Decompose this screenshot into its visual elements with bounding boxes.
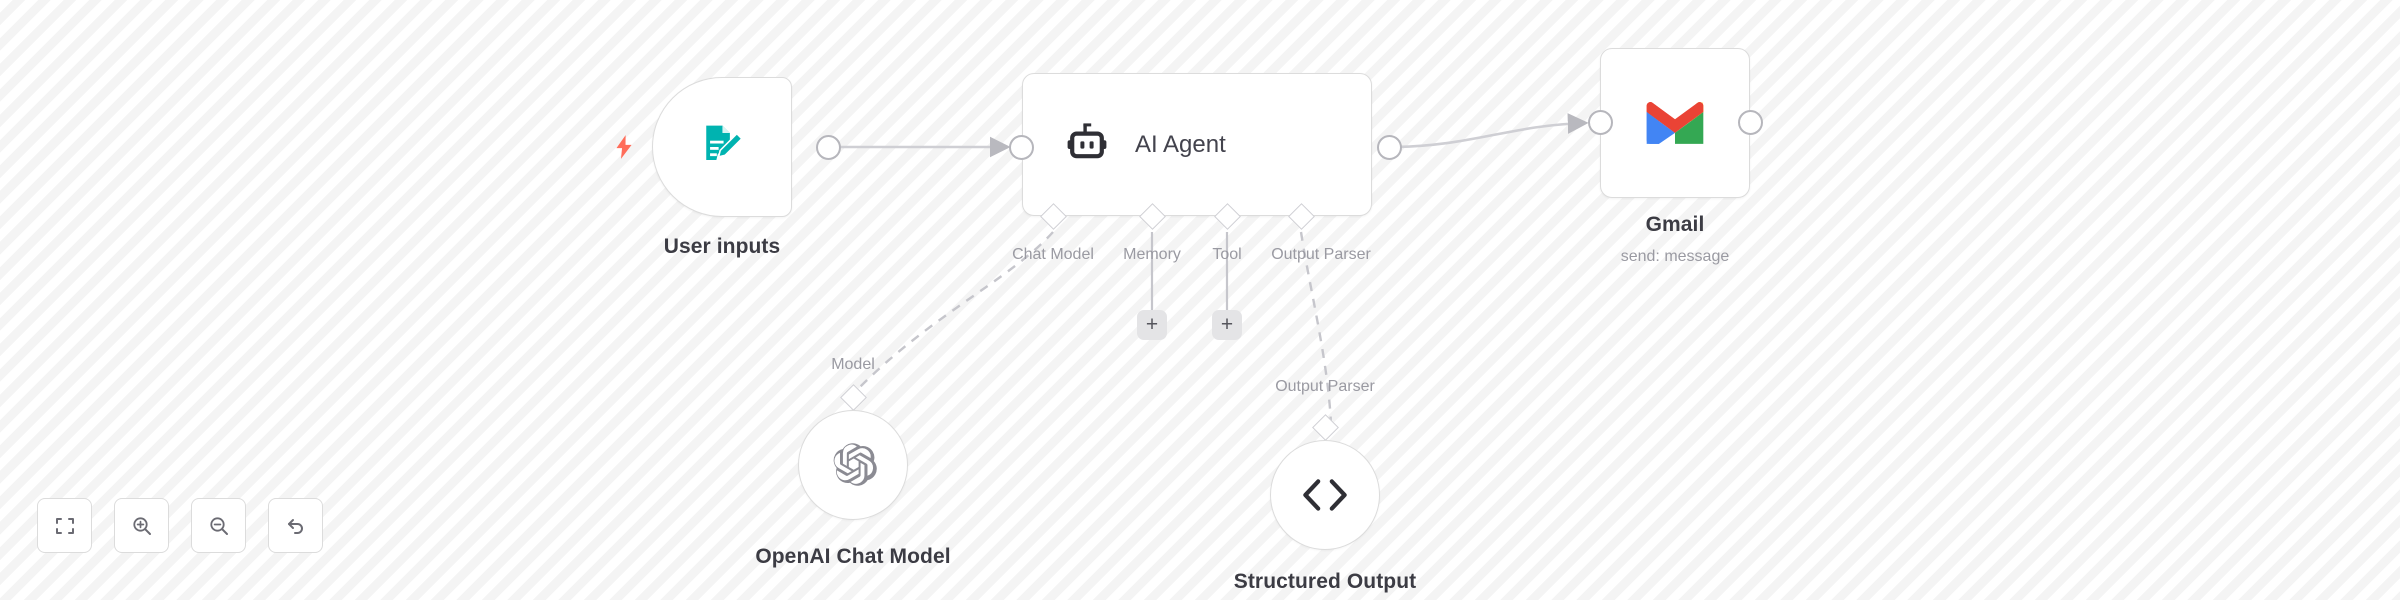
- add-tool-button[interactable]: +: [1212, 310, 1242, 340]
- gmail-icon: [1646, 102, 1704, 144]
- undo-arrow-icon: [287, 518, 303, 534]
- node-gmail-label: Gmail: [1645, 213, 1705, 236]
- node-gmail[interactable]: [1600, 48, 1750, 198]
- zoom-to-fit-button[interactable]: [37, 498, 92, 553]
- magnifier-minus-icon: [209, 516, 228, 535]
- node-user-inputs-icon-wrap: [653, 120, 791, 174]
- node-structured-output-label: Structured Output: [1233, 570, 1417, 593]
- port-ai-agent-output[interactable]: [1377, 135, 1402, 160]
- magnifier-plus-icon: [132, 516, 151, 535]
- node-openai-chat-model[interactable]: [798, 410, 908, 520]
- port-structured-output-parser-label: Output Parser: [1275, 378, 1375, 395]
- canvas-toolbar: [37, 498, 323, 553]
- port-output-parser-label: Output Parser: [1271, 246, 1371, 263]
- port-openai-model[interactable]: [840, 384, 867, 411]
- port-tool-label: Tool: [1212, 246, 1242, 263]
- node-ai-agent[interactable]: AI Agent: [1022, 73, 1372, 216]
- port-memory-label: Memory: [1123, 246, 1181, 263]
- node-openai-chat-model-label: OpenAI Chat Model: [755, 545, 951, 568]
- add-memory-button[interactable]: +: [1137, 310, 1167, 340]
- port-user-inputs-output[interactable]: [816, 135, 841, 160]
- form-edit-icon: [706, 125, 743, 161]
- node-structured-output[interactable]: [1270, 440, 1380, 550]
- robot-icon: [1067, 122, 1107, 158]
- zoom-out-button[interactable]: [191, 498, 246, 553]
- port-gmail-input[interactable]: [1588, 110, 1613, 135]
- node-ai-agent-title: AI Agent: [1135, 130, 1226, 158]
- fit-screen-icon: [55, 517, 74, 534]
- code-brackets-icon: [1303, 479, 1347, 511]
- port-ai-agent-input[interactable]: [1009, 135, 1034, 160]
- node-user-inputs-label: User inputs: [663, 235, 781, 258]
- edge-aiagent-to-gmail: [1389, 113, 1589, 149]
- zoom-in-button[interactable]: [114, 498, 169, 553]
- port-structured-output[interactable]: [1312, 414, 1339, 441]
- node-user-inputs[interactable]: [652, 77, 792, 217]
- reset-zoom-button[interactable]: [268, 498, 323, 553]
- openai-icon: [833, 443, 877, 486]
- port-chat-model-label: Chat Model: [1012, 246, 1094, 263]
- node-gmail-sublabel: send: message: [1620, 248, 1730, 265]
- port-gmail-output[interactable]: [1738, 110, 1763, 135]
- lightning-bolt-icon: [616, 135, 632, 159]
- port-model-label: Model: [831, 356, 875, 373]
